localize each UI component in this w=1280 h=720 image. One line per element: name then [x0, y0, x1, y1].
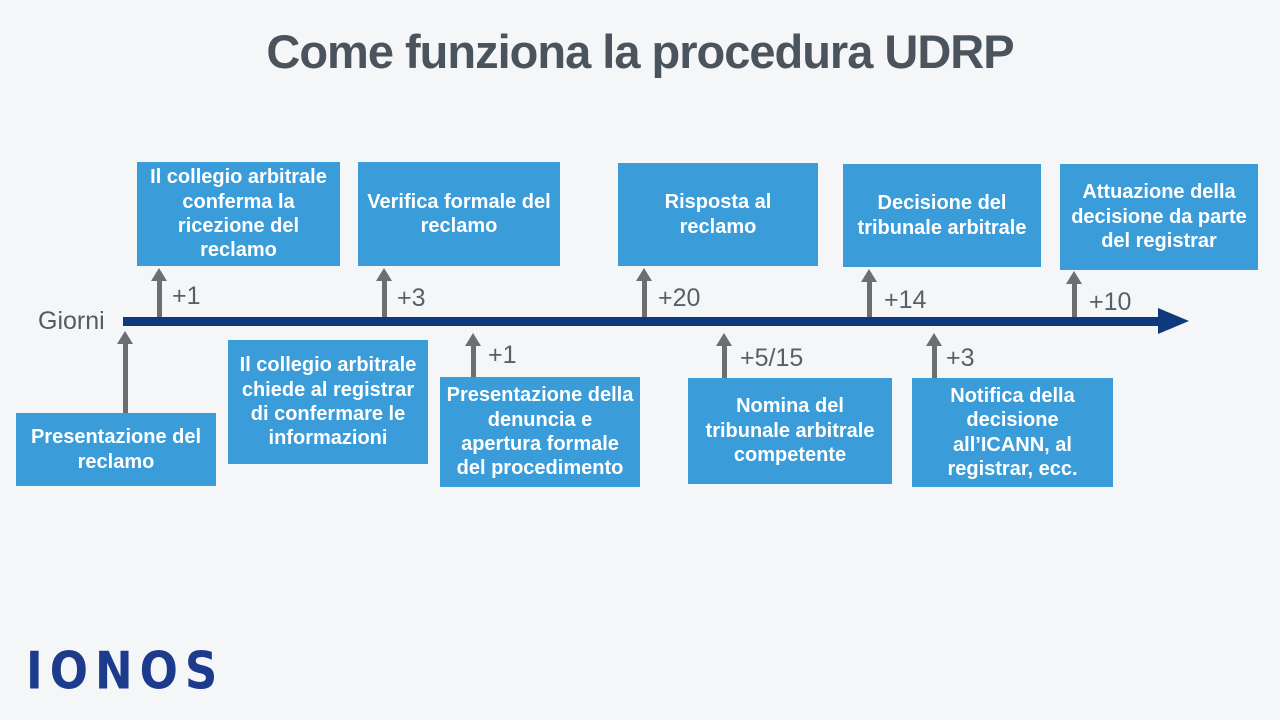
event-label: Attuazione della decisione da parte del …: [1071, 181, 1247, 253]
up-arrow-icon: [464, 333, 482, 377]
timeline-axis-label: Giorni: [38, 307, 105, 335]
up-arrow-icon: [715, 333, 733, 378]
days-offset-label: +5/15: [740, 344, 804, 372]
event-label: Nomina del tribunale arbitrale competent…: [705, 395, 875, 467]
event-label: Il collegio arbitrale chiede al registra…: [239, 354, 417, 450]
event-box-notifica-decisione: Notifica della decisione all’ICANN, al r…: [912, 378, 1113, 487]
event-label: Presentazione del reclamo: [30, 426, 202, 473]
timeline-arrowhead-icon: [1158, 308, 1189, 334]
event-box-decisione-tribunale: Decisione del tribunale arbitrale: [843, 164, 1041, 267]
days-offset-label: +3: [946, 344, 975, 372]
days-offset-label: +14: [884, 286, 927, 314]
event-box-conferma-ricezione: Il collegio arbitrale conferma la ricezi…: [137, 162, 340, 266]
event-label: Verifica formale del reclamo: [367, 190, 551, 237]
days-offset-label: +10: [1089, 288, 1132, 316]
event-box-attuazione-decisione: Attuazione della decisione da parte del …: [1060, 164, 1258, 270]
up-arrow-icon: [860, 269, 878, 317]
up-arrow-icon: [375, 268, 393, 317]
event-box-risposta-reclamo: Risposta al reclamo: [618, 163, 818, 266]
up-arrow-icon: [1065, 271, 1083, 317]
up-arrow-icon: [635, 268, 653, 317]
event-box-nomina-tribunale: Nomina del tribunale arbitrale competent…: [688, 378, 892, 484]
days-offset-label: +1: [172, 282, 201, 310]
up-arrow-icon: [150, 268, 168, 317]
days-offset-label: +20: [658, 284, 701, 312]
timeline-bar: [123, 317, 1160, 326]
ionos-logo: IONOS: [26, 640, 225, 701]
event-label: Risposta al reclamo: [664, 191, 772, 238]
event-box-verifica-formale: Verifica formale del reclamo: [358, 162, 560, 266]
event-box-presentazione-denuncia: Presentazione della denuncia e apertura …: [440, 377, 640, 487]
days-offset-label: +3: [397, 284, 426, 312]
event-label: Presentazione della denuncia e apertura …: [446, 384, 634, 480]
up-arrow-icon: [925, 333, 943, 378]
event-label: Decisione del tribunale arbitrale: [857, 192, 1027, 239]
days-offset-label: +1: [488, 341, 517, 369]
event-label: Il collegio arbitrale conferma la ricezi…: [150, 166, 327, 262]
page-title: Come funziona la procedura UDRP: [266, 25, 1014, 78]
event-box-presentazione-reclamo: Presentazione del reclamo: [16, 413, 216, 486]
up-arrow-icon: [116, 331, 134, 413]
event-box-richiesta-conferma-registrar: Il collegio arbitrale chiede al registra…: [228, 340, 428, 464]
event-label: Notifica della decisione all’ICANN, al r…: [947, 384, 1078, 480]
